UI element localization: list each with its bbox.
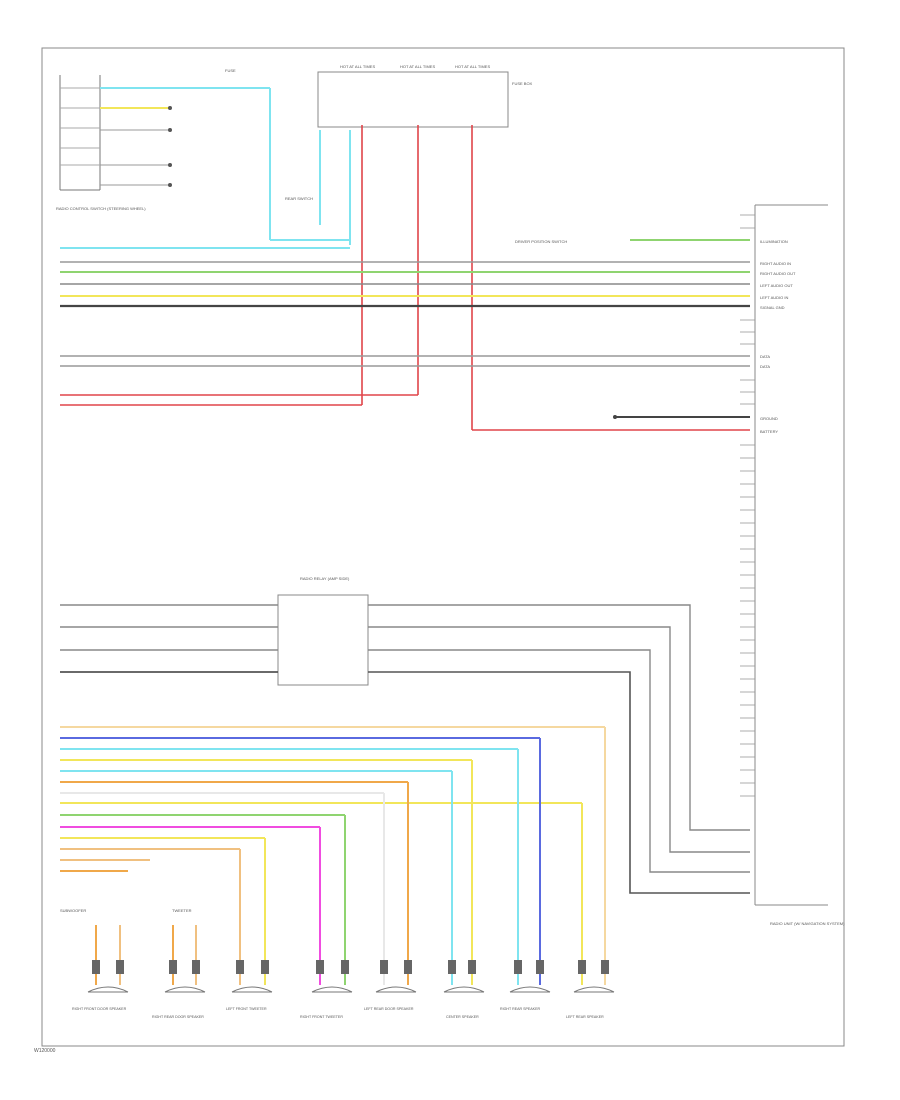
speaker-label-7: RIGHT REAR SPEAKER <box>500 1007 540 1011</box>
fuse-box-2-label: HOT AT ALL TIMES <box>400 64 435 69</box>
speaker-label-3: LEFT FRONT TWEETER <box>226 1007 267 1011</box>
speaker-label-4: RIGHT FRONT TWEETER <box>300 1015 343 1019</box>
radio-unit: ILLUMINATION RIGHT AUDIO IN RIGHT AUDIO … <box>754 204 845 926</box>
speaker-label-2: RIGHT REAR DOOR SPEAKER <box>152 1015 204 1019</box>
speaker-connectors <box>92 960 609 974</box>
pin-signal-gnd: SIGNAL GND <box>760 305 785 310</box>
pin-data-1: DATA <box>760 354 770 359</box>
speaker-harness <box>60 726 605 872</box>
left-connector-label: RADIO CONTROL SWITCH (STEERING WHEEL) <box>56 206 146 211</box>
fuse-label: FUSE <box>225 68 236 73</box>
fuse-box: HOT AT ALL TIMES HOT AT ALL TIMES HOT AT… <box>317 64 533 128</box>
fuse-box-label: FUSE BOX <box>512 81 533 86</box>
pin-right-audio-out: RIGHT AUDIO OUT <box>760 271 796 276</box>
diagram-border <box>41 47 845 1047</box>
speaker-group-center: TWEETER <box>172 908 192 913</box>
steering-switch-connector: RADIO CONTROL SWITCH (STEERING WHEEL) <box>56 75 146 211</box>
pin-right-audio-in: RIGHT AUDIO IN <box>760 261 791 266</box>
pin-battery: BATTERY <box>760 429 778 434</box>
pin-data-2: DATA <box>760 364 770 369</box>
speakers <box>87 986 615 993</box>
amp-pin-ticks <box>740 214 755 797</box>
pin-ground: GROUND <box>760 416 778 421</box>
footer-code: W120000 <box>34 1048 56 1054</box>
pin-left-audio-out: LEFT AUDIO OUT <box>760 283 793 288</box>
speaker-label-1: RIGHT FRONT DOOR SPEAKER <box>72 1007 127 1011</box>
fuse-box-1-label: HOT AT ALL TIMES <box>340 64 375 69</box>
fuse-box-3-label: HOT AT ALL TIMES <box>455 64 490 69</box>
speaker-label-8: LEFT REAR SPEAKER <box>566 1015 604 1019</box>
pin-left-audio-in: LEFT AUDIO IN <box>760 295 788 300</box>
speaker-group-left: SUBWOOFER <box>60 908 86 913</box>
speaker-drops <box>95 727 606 985</box>
rear-switch-label: REAR SWITCH <box>285 196 313 201</box>
radio-unit-label: RADIO UNIT (W/ NAVIGATION SYSTEM) <box>770 921 845 926</box>
speaker-label-5: LEFT REAR DOOR SPEAKER <box>364 1007 414 1011</box>
radio-relay: RADIO RELAY (AMP SIDE) <box>277 576 369 686</box>
speaker-label-6: CENTER SPEAKER <box>446 1015 479 1019</box>
upper-right-note: DRIVER POSITION SWITCH <box>515 239 567 244</box>
radio-relay-label: RADIO RELAY (AMP SIDE) <box>300 576 350 581</box>
pin-illumination: ILLUMINATION <box>760 239 788 244</box>
